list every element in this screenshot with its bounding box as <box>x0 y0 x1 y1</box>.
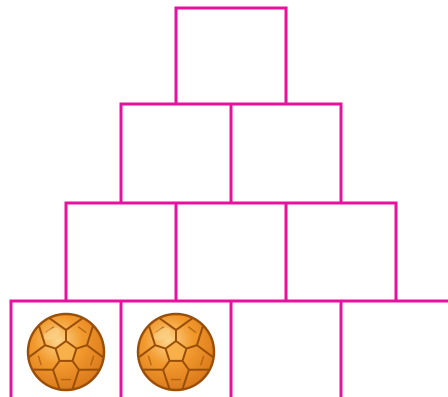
pyramid-cell <box>286 203 396 301</box>
pyramid-row-1 <box>176 8 286 104</box>
pyramid-cell <box>121 104 231 203</box>
pyramid-row-3 <box>66 203 396 301</box>
pyramid-cell <box>66 203 176 301</box>
ball-icon <box>138 314 214 390</box>
ball-icon <box>28 314 104 390</box>
pyramid-cell <box>176 8 286 104</box>
pyramid-cell <box>176 203 286 301</box>
pyramid-row-2 <box>121 104 341 203</box>
pyramid-cell <box>231 301 341 397</box>
pyramid-cell <box>231 104 341 203</box>
